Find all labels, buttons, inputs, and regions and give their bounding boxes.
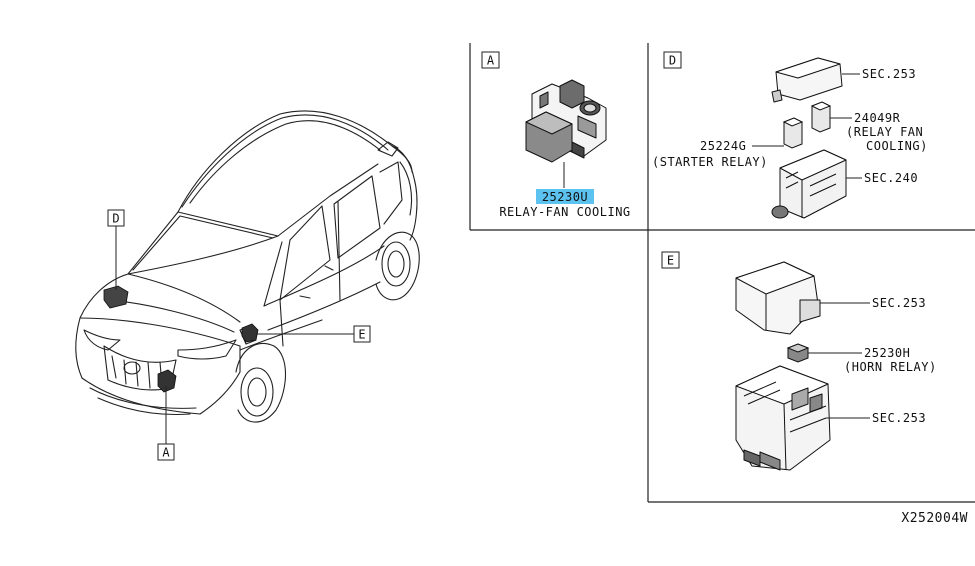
- callout-letter-d: D: [112, 212, 119, 226]
- part-number-25230u[interactable]: 25230U: [542, 190, 588, 204]
- e-sec-253-bottom-label[interactable]: SEC.253: [872, 411, 926, 425]
- panel-e-letter: E: [667, 254, 674, 268]
- car-relay-marker-d: [103, 285, 129, 309]
- car-relay-marker-a: [157, 369, 177, 393]
- relay-fan-desc-line-1: (RELAY FAN: [846, 125, 923, 139]
- panel-a-frame: [481, 51, 500, 69]
- d-sec-253-label[interactable]: SEC.253: [862, 67, 916, 81]
- car-relay-marker-e: [241, 323, 259, 343]
- starter-relay-desc: (STARTER RELAY): [652, 155, 768, 169]
- callout-box-d[interactable]: D: [107, 209, 125, 227]
- fuse-box-cover-drawing: [771, 57, 843, 103]
- relay-fan-cooling-24049r-drawing: [810, 101, 832, 133]
- horn-relay-desc: (HORN RELAY): [844, 360, 937, 374]
- callout-box-a[interactable]: A: [157, 443, 175, 461]
- fan-cooling-relay-drawing: [525, 79, 607, 163]
- part-number-25224g[interactable]: 25224G: [700, 139, 746, 153]
- panel-a-letter: A: [487, 54, 495, 68]
- diagram-code: X252004W: [901, 511, 968, 526]
- vehicle-illustration: [75, 110, 420, 423]
- d-sec-240-label[interactable]: SEC.240: [864, 171, 918, 185]
- ipdm-cover-drawing: [735, 261, 821, 335]
- car-callout-lines: [115, 226, 354, 444]
- part-number-24049r[interactable]: 24049R: [854, 111, 901, 125]
- relay-box-sec240-drawing: [771, 149, 847, 219]
- panel-d-frame: [663, 51, 682, 69]
- panel-e-frame: [661, 251, 680, 269]
- panel-e: E SEC.253 25230H (HORN RELAY): [661, 251, 937, 471]
- panel-frame: [469, 43, 975, 503]
- horn-relay-25230h-drawing: [786, 343, 810, 363]
- panel-a: A 25230U RELAY-FAN COOLING: [481, 51, 630, 219]
- part-number-highlight: [536, 189, 594, 204]
- panel-d: D SEC.253 24049R (RELAY FAN COOLING) 252…: [652, 51, 928, 219]
- callout-letter-e: E: [358, 328, 365, 342]
- part-name-relay-fan-cooling: RELAY-FAN COOLING: [499, 205, 630, 219]
- e-sec-253-top-label[interactable]: SEC.253: [872, 296, 926, 310]
- relay-fan-desc-line-2: COOLING): [866, 139, 928, 153]
- callout-box-e[interactable]: E: [353, 325, 371, 343]
- part-number-25230h[interactable]: 25230H: [864, 346, 910, 360]
- panel-d-letter: D: [669, 54, 676, 68]
- ipdm-box-drawing: [735, 365, 831, 471]
- starter-relay-25224g-drawing: [782, 117, 804, 149]
- callout-letter-a: A: [162, 446, 170, 460]
